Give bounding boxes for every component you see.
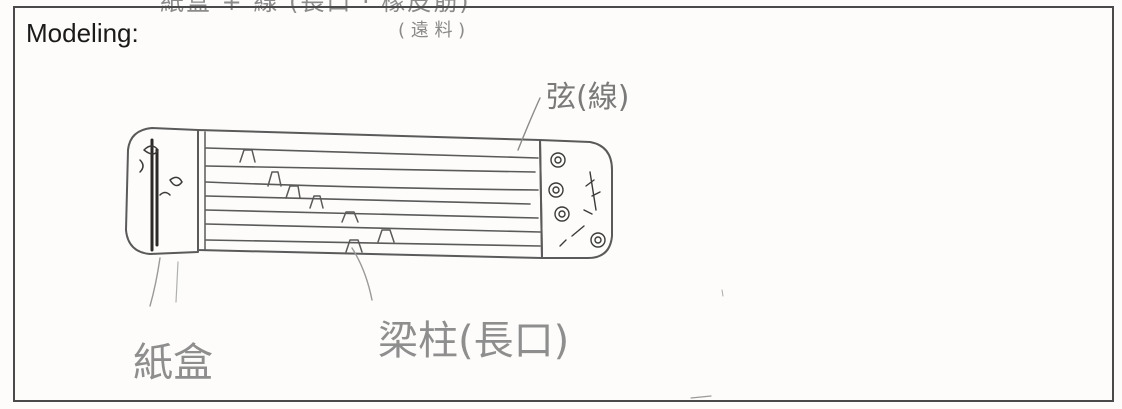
right-end-cap (539, 139, 613, 259)
bridge-mark (285, 185, 301, 199)
bridge-mark (377, 229, 395, 243)
string-line (205, 195, 531, 205)
box-leader-line-2 (175, 261, 179, 303)
modeling-heading: Modeling: (26, 18, 139, 48)
cut-off-handwriting: 紙盒 + 線 (長口 · 橡皮筋) (160, 0, 471, 16)
bridge-mark (267, 171, 282, 187)
right-cap-flowers (548, 152, 606, 248)
string-line (205, 147, 539, 159)
string-line (205, 165, 536, 173)
bridge-mark (341, 211, 359, 223)
left-cap-decoration (150, 138, 159, 252)
string-line (205, 209, 539, 219)
bridge-mark (239, 149, 256, 163)
paper-box-label: 紙盒 (133, 340, 213, 386)
bridge-mark (345, 239, 363, 253)
bridge-label: 梁柱(長口) (378, 318, 570, 364)
modeling-frame (13, 6, 1114, 402)
left-cap-flower (139, 145, 183, 196)
bridge-leader-line (351, 247, 373, 301)
string-line (205, 223, 541, 233)
stray-mark (721, 289, 724, 297)
string-line (205, 239, 541, 247)
left-end-cap (125, 127, 199, 255)
string-leader-line (517, 97, 541, 151)
string-label: 弦(線) (546, 80, 630, 115)
box-leader-line (149, 257, 161, 307)
stray-mark (690, 395, 712, 399)
top-handwritten-note: ( 遠 料 ) (398, 20, 466, 41)
string-line (205, 181, 539, 191)
bridge-mark (309, 195, 324, 209)
